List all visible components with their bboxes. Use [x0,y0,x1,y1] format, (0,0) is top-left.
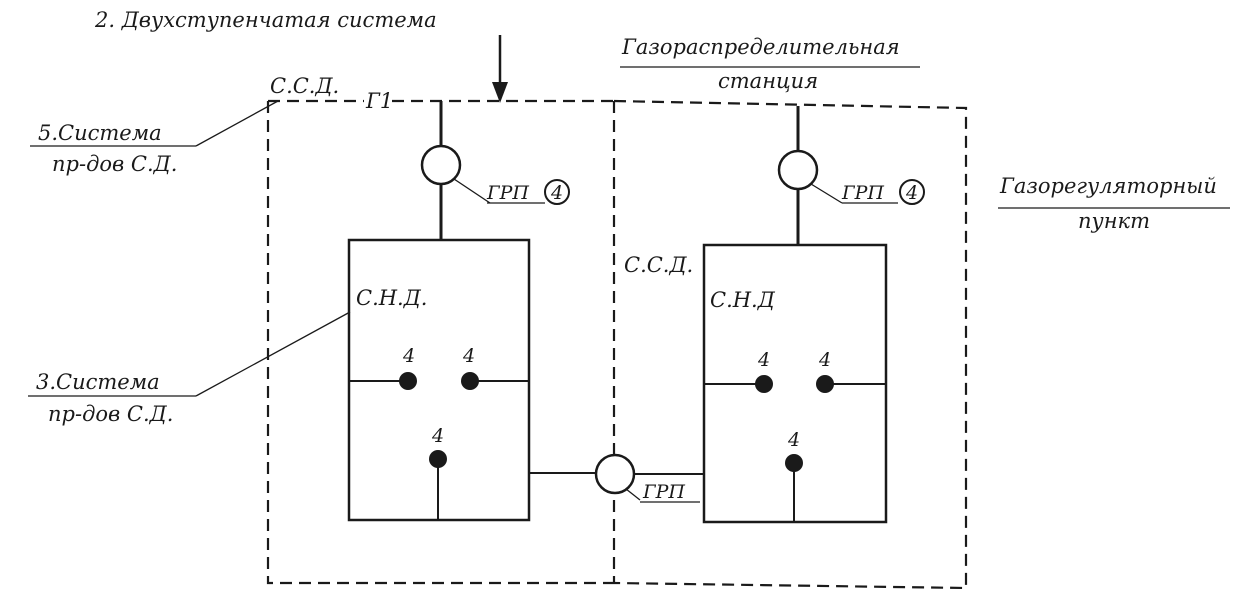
left-grp-circle [420,144,462,186]
system3-leader [195,311,351,397]
left-grp-number: 4 [550,182,563,204]
diagram-title: 2. Двухступенчатая система [94,8,437,32]
right-grp-label: ГРП [841,182,884,204]
grp-unit-label-line2: пункт [1078,209,1150,233]
left-consumer-number-3: 4 [431,425,444,447]
left-consumer-dot-2 [461,372,479,390]
medium-pressure-boundary-right [613,99,968,590]
gds-label-line2: станция [718,69,818,93]
left-consumer-dot-1 [399,372,417,390]
right-consumer-dot-2 [816,375,834,393]
right-consumer-dot-1 [755,375,773,393]
middle-grp-circle [594,453,636,495]
middle-grp-leader [625,488,641,501]
gds-label-line1: Газораспределительная [621,35,900,59]
system5-label-line2: пр-дов С.Д. [52,152,177,176]
left-snd-label: С.Н.Д. [356,286,427,310]
system3-label-line2: пр-дов С.Д. [48,402,173,426]
left-grp-label: ГРП [486,182,529,204]
g1-label: Г1 [365,89,393,113]
right-snd-label: С.Н.Д [710,288,776,312]
right-grp-number: 4 [905,182,918,204]
left-consumer-number-1: 4 [402,345,415,367]
right-grp-leader [810,183,843,204]
system5-leader [195,100,279,147]
left-consumer-network [349,372,529,520]
right-consumer-network [704,375,886,522]
right-grp-circle [777,149,819,191]
left-grp-leader [453,178,491,204]
middle-grp-label: ГРП [642,481,685,503]
gas-inlet-arrow [492,35,508,103]
system5-label-line1: 5.Система [38,121,162,145]
right-consumer-number-3: 4 [787,429,800,451]
system3-label-line1: 3.Система [36,370,160,394]
grp-unit-label-line1: Газорегуляторный [999,174,1217,198]
left-ssd-label: С.С.Д. [270,74,339,98]
medium-pressure-boundary-left [266,99,614,585]
right-consumer-number-1: 4 [757,349,770,371]
left-consumer-number-2: 4 [462,345,475,367]
right-consumer-number-2: 4 [818,349,831,371]
right-ssd-label: С.С.Д. [624,253,693,277]
left-consumer-dot-3 [429,450,447,468]
right-grp-number-circle [899,179,925,205]
right-consumer-dot-3 [785,454,803,472]
left-grp-number-circle [544,179,570,205]
